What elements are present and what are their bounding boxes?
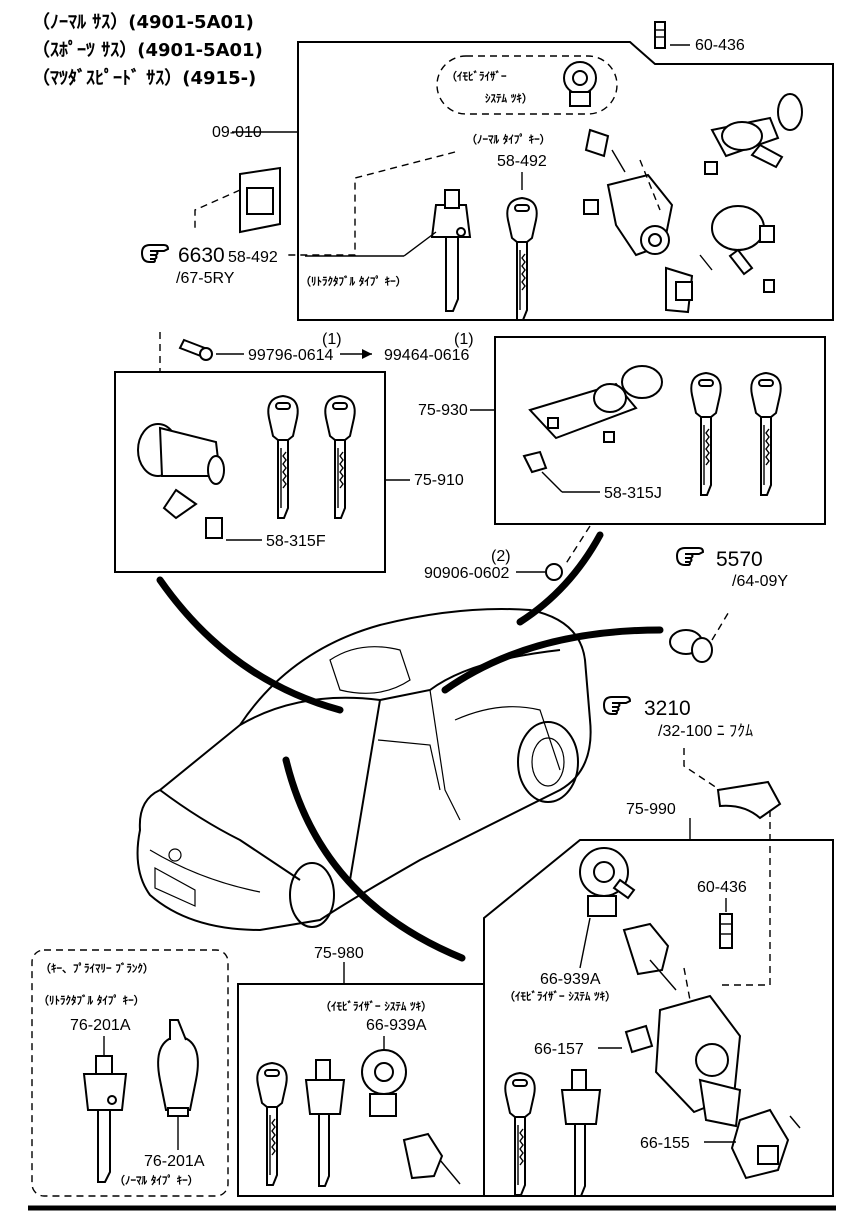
label-66-939A-mid: 66-939A — [366, 1017, 427, 1034]
immobilizer-note-line2: ｼｽﾃﾑ ﾂｷ） — [485, 92, 533, 105]
title-block: （ﾉｰﾏﾙ ｻｽ）(4901-5A01) （ｽﾎﾟｰﾂ ｻｽ）(4901-5A0… — [32, 12, 263, 89]
normal-key-note-2: （ﾉｰﾏﾙ ﾀｲﾌﾟ ｷｰ） — [114, 1173, 199, 1187]
group-09-010: 09-010 60-436 （ｲﾓﾋﾞﾗｲｻﾞｰ ｼｽﾃﾑ ﾂｷ） （ﾉｰﾏﾙ … — [212, 21, 834, 321]
trunk-lock-cylinder-top — [711, 205, 775, 293]
group-75-910: (1) 99796-0614 (1) 99464-0616 75-910 58-… — [114, 331, 474, 573]
label-60-436-top: 60-436 — [695, 37, 745, 54]
immobilizer-ring-mid — [361, 1049, 461, 1185]
pointing-hand-icon-5570 — [676, 547, 704, 566]
label-09-010: 09-010 — [212, 124, 262, 141]
group-primary-blank-keys: （ｷｰ、ﾌﾟﾗｲﾏﾘｰ ﾌﾞﾗﾝｸ） （ﾘﾄﾗｸﾀﾌﾞﾙ ﾀｲﾌﾟ ｷｰ） 76… — [31, 949, 229, 1197]
immobilizer-note-right: （ｲﾓﾋﾞﾗｲｻﾞｰ ｼｽﾃﾑ ﾂｷ） — [504, 989, 616, 1003]
immobilizer-note-mid: （ｲﾓﾋﾞﾗｲｻﾞｰ ｼｽﾃﾑ ﾂｷ） — [320, 999, 432, 1013]
label-58-492-bottom: 58-492 — [228, 249, 278, 266]
label-76-201A-bottom: 76-201A — [144, 1153, 205, 1170]
label-75-980: 75-980 — [314, 945, 364, 962]
label-58-492-top: 58-492 — [497, 153, 547, 170]
box-75-910 — [114, 371, 386, 573]
door-lock-cylinder-top — [704, 93, 803, 175]
normal-key-note: （ﾉｰﾏﾙ ﾀｲﾌﾟ ｷｰ） — [466, 132, 551, 146]
pointing-hand-icon — [141, 244, 169, 263]
immobilizer-ring-top — [563, 61, 597, 107]
label-90906-0602: 90906-0602 — [424, 565, 510, 582]
header-line-3: （ﾏﾂﾀﾞｽﾋﾟｰﾄﾞ ｻｽ）(4915-) — [32, 67, 256, 89]
door-lock-cylinder-75-910 — [137, 423, 225, 539]
steering-cover — [716, 780, 782, 820]
fuel-lid-cylinder — [669, 609, 731, 663]
group-75-930: 75-930 58-315J — [418, 336, 826, 566]
box-75-930 — [494, 336, 826, 525]
label-75-930: 75-930 — [418, 402, 468, 419]
retractable-key-top — [430, 189, 472, 312]
pointing-hand-icon-3210 — [603, 696, 631, 715]
label-66-157: 66-157 — [534, 1041, 584, 1058]
qty-1-a: (1) — [322, 331, 342, 348]
box-09-010 — [297, 41, 834, 321]
label-75-990: 75-990 — [626, 801, 676, 818]
ref-5570-sub: /64-09Y — [732, 573, 788, 590]
immobilizer-ring-right — [579, 847, 636, 917]
label-58-315F: 58-315F — [266, 533, 326, 550]
ref-6630: 6630 — [178, 244, 225, 267]
immobilizer-note-oval — [436, 55, 618, 115]
key-75-930-a — [690, 372, 722, 496]
immobilizer-note-line1: （ｲﾓﾋﾞﾗｲｻﾞｰ — [446, 69, 507, 83]
key-75-980-a — [256, 1062, 288, 1186]
label-60-436-low: 60-436 — [697, 879, 747, 896]
key-75-990-b — [560, 1069, 602, 1197]
key-75-930-b — [750, 372, 782, 496]
car-rx8 — [136, 531, 664, 962]
normal-blank-key — [157, 1019, 199, 1150]
retractable-key-note-2: （ﾘﾄﾗｸﾀﾌﾞﾙ ﾀｲﾌﾟ ｷｰ） — [38, 993, 145, 1007]
steering-lock-body — [654, 994, 742, 1128]
ref-5570: 5570 — [716, 548, 763, 571]
blank-key-title: （ｷｰ、ﾌﾟﾗｲﾏﾘｰ ﾌﾞﾗﾝｸ） — [40, 961, 154, 975]
steering-lock-assembly-top — [583, 128, 713, 314]
bolt-60-436-low — [719, 913, 733, 949]
ref-3210: 3210 — [644, 697, 691, 720]
box-75-980 — [237, 983, 485, 1197]
key-75-910-a — [267, 395, 299, 519]
key-75-990-a — [504, 1072, 536, 1196]
label-58-315J: 58-315J — [604, 485, 662, 502]
ignition-switch-66-155 — [730, 1108, 801, 1180]
normal-key-top — [506, 197, 538, 321]
ref-6630-sub: /67-5RY — [176, 270, 235, 287]
box-blank-keys — [31, 949, 229, 1197]
label-66-939A-right: 66-939A — [540, 971, 601, 988]
qty-1-b: (1) — [454, 331, 474, 348]
nut-90906-0602 — [516, 563, 563, 581]
ignition-switch-66-157 — [624, 1024, 654, 1054]
label-66-155: 66-155 — [640, 1135, 690, 1152]
retractable-key-note: （ﾘﾄﾗｸﾀﾌﾞﾙ ﾀｲﾌﾟ ｷｰ） — [300, 274, 407, 288]
header-line-1: （ﾉｰﾏﾙ ｻｽ）(4901-5A01) — [32, 12, 254, 33]
key-75-980-b — [304, 1059, 346, 1187]
label-99796-0614: 99796-0614 — [248, 347, 334, 364]
group-75-980: 75-980 （ｲﾓﾋﾞﾗｲｻﾞｰ ｼｽﾃﾑ ﾂｷ） 66-939A — [237, 945, 485, 1197]
key-75-910-b — [324, 395, 356, 519]
bolt-60-436-top — [654, 21, 690, 49]
keyless-remote — [194, 166, 281, 234]
retractable-blank-key — [82, 1055, 128, 1183]
group-75-990: 75-990 66-939A （ｲﾓﾋﾞﾗｲｻﾞｰ ｼｽﾃﾑ ﾂｷ） 60-43… — [483, 801, 834, 1197]
label-75-910: 75-910 — [414, 472, 464, 489]
switch-connector — [622, 922, 691, 1001]
bolt-99796-0614 — [178, 338, 213, 361]
ref-3210-sub: /32-100 ﾆ ﾌｸﾑ — [658, 723, 753, 740]
label-99464-0616: 99464-0616 — [384, 347, 470, 364]
qty-2: (2) — [491, 548, 511, 565]
trunk-lock-cylinder-75-930 — [522, 365, 663, 474]
header-line-2: （ｽﾎﾟｰﾂ ｻｽ）(4901-5A01) — [32, 39, 263, 61]
label-76-201A-top: 76-201A — [70, 1017, 131, 1034]
